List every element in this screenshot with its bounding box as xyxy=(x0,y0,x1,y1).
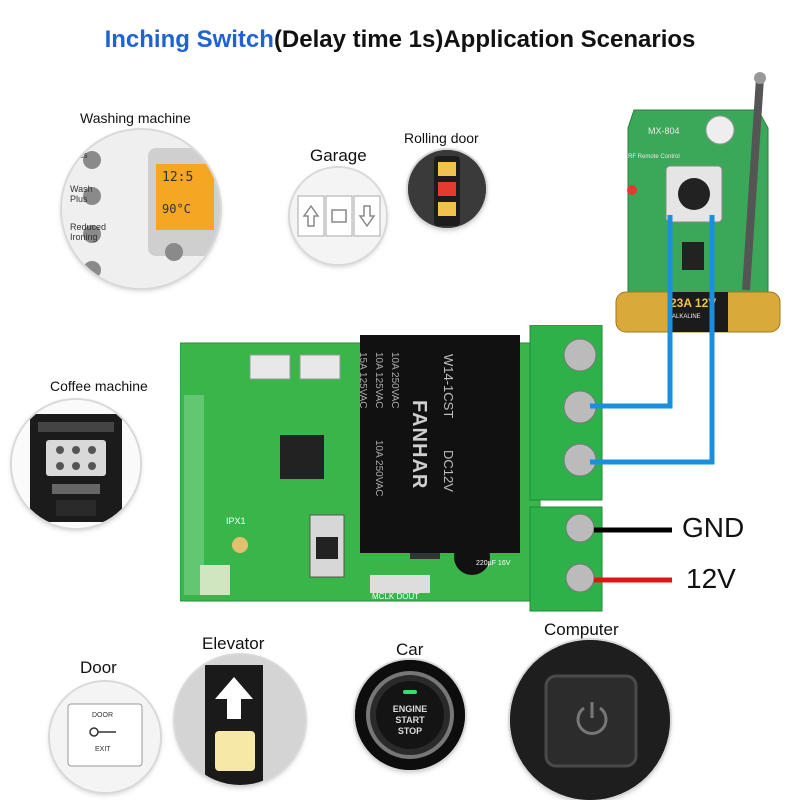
mcu-chip-shape xyxy=(280,435,324,479)
signal-wire-1 xyxy=(590,215,673,409)
garage-buttons-icon xyxy=(290,168,386,264)
washer-display-time: 12:5 xyxy=(162,170,194,185)
washer-label-plus: Plus xyxy=(70,150,88,160)
power-label: 12V xyxy=(686,563,736,594)
washer-label-wash-plus: Wash Plus xyxy=(70,184,93,204)
washing-machine-image: Plus Wash Plus Reduced Ironing 12:5 90°C xyxy=(62,130,220,288)
engine-start-button-icon xyxy=(355,660,465,770)
remote-text: RF Remote Control xyxy=(628,154,680,160)
page-title: Inching Switch(Delay time 1s)Application… xyxy=(0,26,800,54)
computer-power-button-icon xyxy=(510,640,670,800)
elevator-image xyxy=(175,655,305,785)
car-image: ENGINE START STOP xyxy=(355,660,465,770)
car-button-text: ENGINE START STOP xyxy=(355,704,465,737)
door-image: DOOR EXIT xyxy=(50,682,160,792)
signal-wire-2 xyxy=(590,215,715,465)
label-door: Door xyxy=(80,658,117,677)
car-button-line3: STOP xyxy=(397,726,423,736)
computer-image xyxy=(510,640,670,800)
washer-display-temp: 90°C xyxy=(162,202,191,216)
label-washing-machine: Washing machine xyxy=(80,110,191,126)
door-exit-button-icon xyxy=(50,682,160,792)
door-button-top: DOOR xyxy=(92,712,113,719)
remote-board xyxy=(615,72,781,333)
power-symbol-icon xyxy=(576,706,608,735)
washer-label-reduced-ironing: Reduced Ironing xyxy=(70,222,107,242)
board-cap-label: 220µF 16V xyxy=(476,560,511,567)
antenna-shape xyxy=(742,77,764,291)
coffee-machine-image xyxy=(12,400,140,528)
gnd-label: GND xyxy=(682,512,745,543)
washing-machine-panel-icon xyxy=(62,130,220,288)
door-button-bottom: EXIT xyxy=(95,746,111,753)
elevator-up-arrow-icon xyxy=(215,677,253,719)
push-button-shape xyxy=(316,537,338,559)
title-rest: (Delay time 1s)Application Scenarios xyxy=(273,26,696,53)
label-coffee-machine: Coffee machine xyxy=(50,378,148,394)
rolling-door-remote-icon xyxy=(408,150,486,228)
battery-label: 23A 12V xyxy=(670,296,717,310)
garage-image xyxy=(290,168,386,264)
car-button-line2: START xyxy=(395,715,425,725)
label-elevator: Elevator xyxy=(202,634,265,653)
label-garage: Garage xyxy=(310,146,367,165)
elevator-button-icon xyxy=(175,655,305,785)
title-highlight: Inching Switch xyxy=(104,26,274,53)
coffee-machine-icon xyxy=(12,400,140,528)
relay-body-shape xyxy=(360,335,520,553)
relay-board xyxy=(180,325,603,612)
car-button-line1: ENGINE xyxy=(392,704,428,714)
remote-model: MX-804 xyxy=(648,126,680,136)
label-car: Car xyxy=(396,640,424,659)
battery-brand: ALKALINE xyxy=(672,314,701,320)
label-computer: Computer xyxy=(544,620,619,639)
board-ipx-label: IPX1 xyxy=(226,516,246,526)
label-rolling-door: Rolling door xyxy=(404,130,479,146)
rolling-door-image xyxy=(408,150,486,228)
board-header-label: MCLK DOUT xyxy=(372,592,420,601)
remote-button-shape xyxy=(678,178,710,210)
